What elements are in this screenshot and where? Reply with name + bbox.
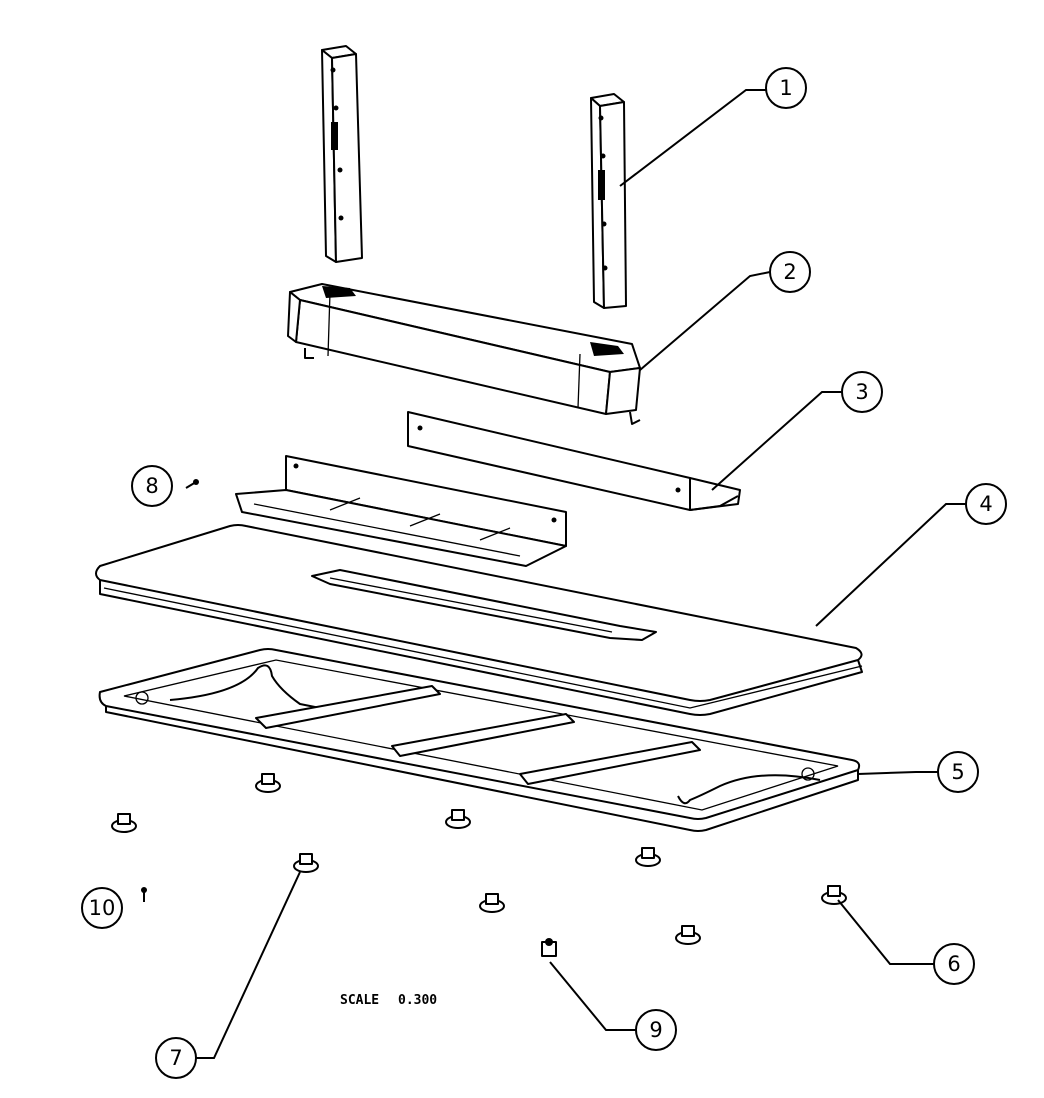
scale-value: 0.300 <box>398 993 437 1008</box>
callout-9: 9 <box>635 1009 677 1051</box>
scale-note: SCALE 0.300 <box>340 993 437 1008</box>
svg-text:2: 2 <box>783 260 796 284</box>
part-2-cover <box>287 283 641 425</box>
callout-8: 8 <box>131 465 173 507</box>
part-1-left-upright <box>321 45 363 263</box>
part-4-top-plate <box>95 524 863 716</box>
left-bracket <box>235 455 567 567</box>
svg-text:7: 7 <box>169 1046 182 1070</box>
scale-label: SCALE <box>340 993 379 1008</box>
foot-pad <box>635 847 661 867</box>
foot-pad <box>821 885 847 905</box>
svg-text:8: 8 <box>145 474 158 498</box>
callout-7: 7 <box>155 1037 197 1079</box>
screw-10 <box>141 887 147 902</box>
foot-pads <box>111 773 847 945</box>
svg-text:6: 6 <box>947 952 960 976</box>
svg-text:3: 3 <box>855 380 868 404</box>
foot-pad <box>675 925 701 945</box>
svg-text:9: 9 <box>649 1018 662 1042</box>
part-3-right-bracket <box>407 411 741 511</box>
foot-pad <box>479 893 505 913</box>
callout-2: 2 <box>769 251 811 293</box>
svg-text:4: 4 <box>979 492 992 516</box>
callout-6: 6 <box>933 943 975 985</box>
callout-5: 5 <box>937 751 979 793</box>
foot-pad <box>293 853 319 873</box>
screw-8 <box>185 479 199 489</box>
foot-pad <box>445 809 471 829</box>
part-1-right-upright <box>590 93 627 309</box>
callout-1: 1 <box>765 67 807 109</box>
svg-text:1: 1 <box>779 76 792 100</box>
leader-lines <box>196 89 966 1059</box>
svg-text:5: 5 <box>951 760 964 784</box>
foot-pad <box>111 813 137 833</box>
callout-4: 4 <box>965 483 1007 525</box>
foot-pad <box>255 773 281 793</box>
callout-10: 10 <box>81 887 123 929</box>
part-5-base-frame <box>98 648 861 832</box>
bolt-9 <box>541 938 557 957</box>
svg-text:10: 10 <box>89 896 116 920</box>
callout-3: 3 <box>841 371 883 413</box>
